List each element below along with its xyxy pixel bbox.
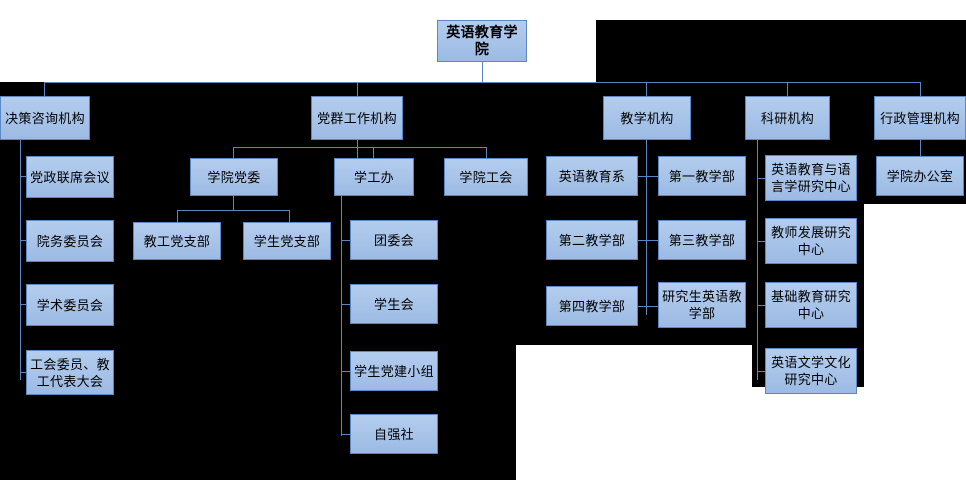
node-label: 英语文学文化研究中心 xyxy=(771,355,851,387)
connector-partycommittee-bus xyxy=(177,210,289,211)
node-root[interactable]: 英语教育学院 xyxy=(437,20,527,62)
node-english-edu-linguistics-center[interactable]: 英语教育与语言学研究中心 xyxy=(765,155,857,201)
connector-branch-drop-0 xyxy=(177,210,178,222)
connector-research-spine xyxy=(757,140,758,380)
connector-party-stem xyxy=(357,140,358,158)
node-label: 第一教学部 xyxy=(668,168,736,184)
node-label: 研究生英语教学部 xyxy=(662,289,742,321)
node-root-label: 英语教育学院 xyxy=(446,24,518,57)
node-teacher-development-center[interactable]: 教师发展研究中心 xyxy=(765,218,857,264)
node-student-party-branch[interactable]: 学生党支部 xyxy=(243,222,331,260)
node-student-council[interactable]: 学生会 xyxy=(350,284,438,324)
node-label: 团委会 xyxy=(374,232,414,248)
connector-root-stem xyxy=(482,62,483,83)
connector-teaching-stub-l0 xyxy=(638,176,646,177)
node-teaching-div-3[interactable]: 第三教学部 xyxy=(658,220,746,260)
node-label: 学生会 xyxy=(374,296,414,312)
connector-teaching-stub-r0 xyxy=(646,176,658,177)
node-label: 第三教学部 xyxy=(668,232,736,248)
node-label: 教师发展研究中心 xyxy=(771,225,851,257)
connector-party-drop-0 xyxy=(233,147,234,158)
connector-drop-admin xyxy=(920,82,921,96)
connector-research-stub-0 xyxy=(757,178,765,179)
connector-studentaffairs-stub-1 xyxy=(341,304,350,305)
node-label: 基础教育研究中心 xyxy=(771,289,851,321)
node-label: 自强社 xyxy=(374,426,414,442)
connector-studentaffairs-stub-3 xyxy=(341,434,350,435)
node-label: 第二教学部 xyxy=(558,232,626,248)
node-label: 院务委员会 xyxy=(36,233,104,249)
connector-party-bus xyxy=(233,147,486,148)
node-label: 学院工会 xyxy=(459,169,513,185)
connector-studentaffairs-stub-2 xyxy=(341,371,350,372)
connector-decision-stub-3 xyxy=(20,372,26,373)
node-party-org[interactable]: 党群工作机构 xyxy=(311,96,403,140)
connector-teaching-spine xyxy=(646,140,647,315)
connector-level2-bus xyxy=(44,82,920,83)
node-admin-org[interactable]: 行政管理机构 xyxy=(874,96,966,140)
node-teaching-div-2[interactable]: 第二教学部 xyxy=(546,220,638,260)
node-college-union[interactable]: 学院工会 xyxy=(444,158,528,196)
node-label: 英语教育系 xyxy=(558,168,626,184)
node-teaching-div-4[interactable]: 第四教学部 xyxy=(546,286,638,326)
node-staff-party-branch[interactable]: 教工党支部 xyxy=(133,222,221,260)
node-self-improvement-society[interactable]: 自强社 xyxy=(350,414,438,454)
node-english-literature-culture-center[interactable]: 英语文学文化研究中心 xyxy=(765,348,857,394)
backdrop-plate-top xyxy=(596,20,966,82)
connector-decision-stub-1 xyxy=(20,240,26,241)
node-label: 英语教育与语言学研究中心 xyxy=(771,162,851,194)
node-youth-league[interactable]: 团委会 xyxy=(350,220,438,260)
node-student-party-building-group[interactable]: 学生党建小组 xyxy=(350,351,438,391)
node-student-affairs-office[interactable]: 学工办 xyxy=(334,158,414,196)
connector-studentaffairs-stub-0 xyxy=(341,240,350,241)
connector-teaching-stub-r1 xyxy=(646,240,658,241)
node-label: 第四教学部 xyxy=(558,298,626,314)
connector-teaching-stub-r2 xyxy=(646,306,658,307)
node-label: 教学机构 xyxy=(620,110,674,126)
connector-decision-stub-0 xyxy=(20,176,26,177)
node-union-staff-congress[interactable]: 工会委员、教工代表大会 xyxy=(26,350,114,395)
connector-teaching-stub-l2 xyxy=(638,306,646,307)
node-label: 教工党支部 xyxy=(143,233,211,249)
connector-drop-decision xyxy=(44,82,45,96)
node-label: 行政管理机构 xyxy=(880,110,960,126)
node-graduate-english-teaching-div[interactable]: 研究生英语教学部 xyxy=(658,282,746,328)
connector-decision-stub-2 xyxy=(20,304,26,305)
node-label: 学生党建小组 xyxy=(354,363,434,379)
node-label: 学生党支部 xyxy=(253,233,321,249)
node-joint-meeting[interactable]: 党政联席会议 xyxy=(26,156,114,198)
connector-drop-party xyxy=(357,82,358,96)
node-decision-org[interactable]: 决策咨询机构 xyxy=(0,96,90,140)
connector-research-stub-3 xyxy=(757,371,765,372)
node-label: 决策咨询机构 xyxy=(5,110,85,126)
node-label: 工会委员、教工代表大会 xyxy=(30,356,110,389)
connector-decision-spine xyxy=(20,140,21,380)
node-party-committee[interactable]: 学院党委 xyxy=(190,158,278,196)
node-research-org[interactable]: 科研机构 xyxy=(745,96,830,140)
connector-party-drop-2 xyxy=(486,147,487,158)
node-label: 学术委员会 xyxy=(36,297,104,313)
connector-research-stub-2 xyxy=(757,305,765,306)
node-label: 学院党委 xyxy=(207,169,261,185)
connector-studentaffairs-spine xyxy=(341,196,342,436)
connector-research-stub-1 xyxy=(757,241,765,242)
node-teaching-org[interactable]: 教学机构 xyxy=(603,96,691,140)
node-teaching-div-1[interactable]: 第一教学部 xyxy=(658,156,746,196)
node-college-office[interactable]: 学院办公室 xyxy=(876,156,964,196)
node-label: 学工办 xyxy=(354,169,394,185)
node-academic-committee[interactable]: 学术委员会 xyxy=(26,284,114,326)
node-label: 学院办公室 xyxy=(886,168,954,184)
connector-party-drop-1 xyxy=(373,147,374,158)
node-label: 党群工作机构 xyxy=(317,110,397,126)
connector-teaching-stub-l1 xyxy=(638,240,646,241)
connector-partycommittee-stem xyxy=(233,196,234,210)
connector-branch-drop-1 xyxy=(289,210,290,222)
node-english-education-dept[interactable]: 英语教育系 xyxy=(546,156,638,196)
node-label: 科研机构 xyxy=(760,110,815,126)
node-college-affairs-committee[interactable]: 院务委员会 xyxy=(26,220,114,262)
connector-drop-teaching xyxy=(646,82,647,96)
node-label: 党政联席会议 xyxy=(30,169,110,185)
node-basic-education-center[interactable]: 基础教育研究中心 xyxy=(765,282,857,328)
connector-drop-research xyxy=(787,82,788,96)
